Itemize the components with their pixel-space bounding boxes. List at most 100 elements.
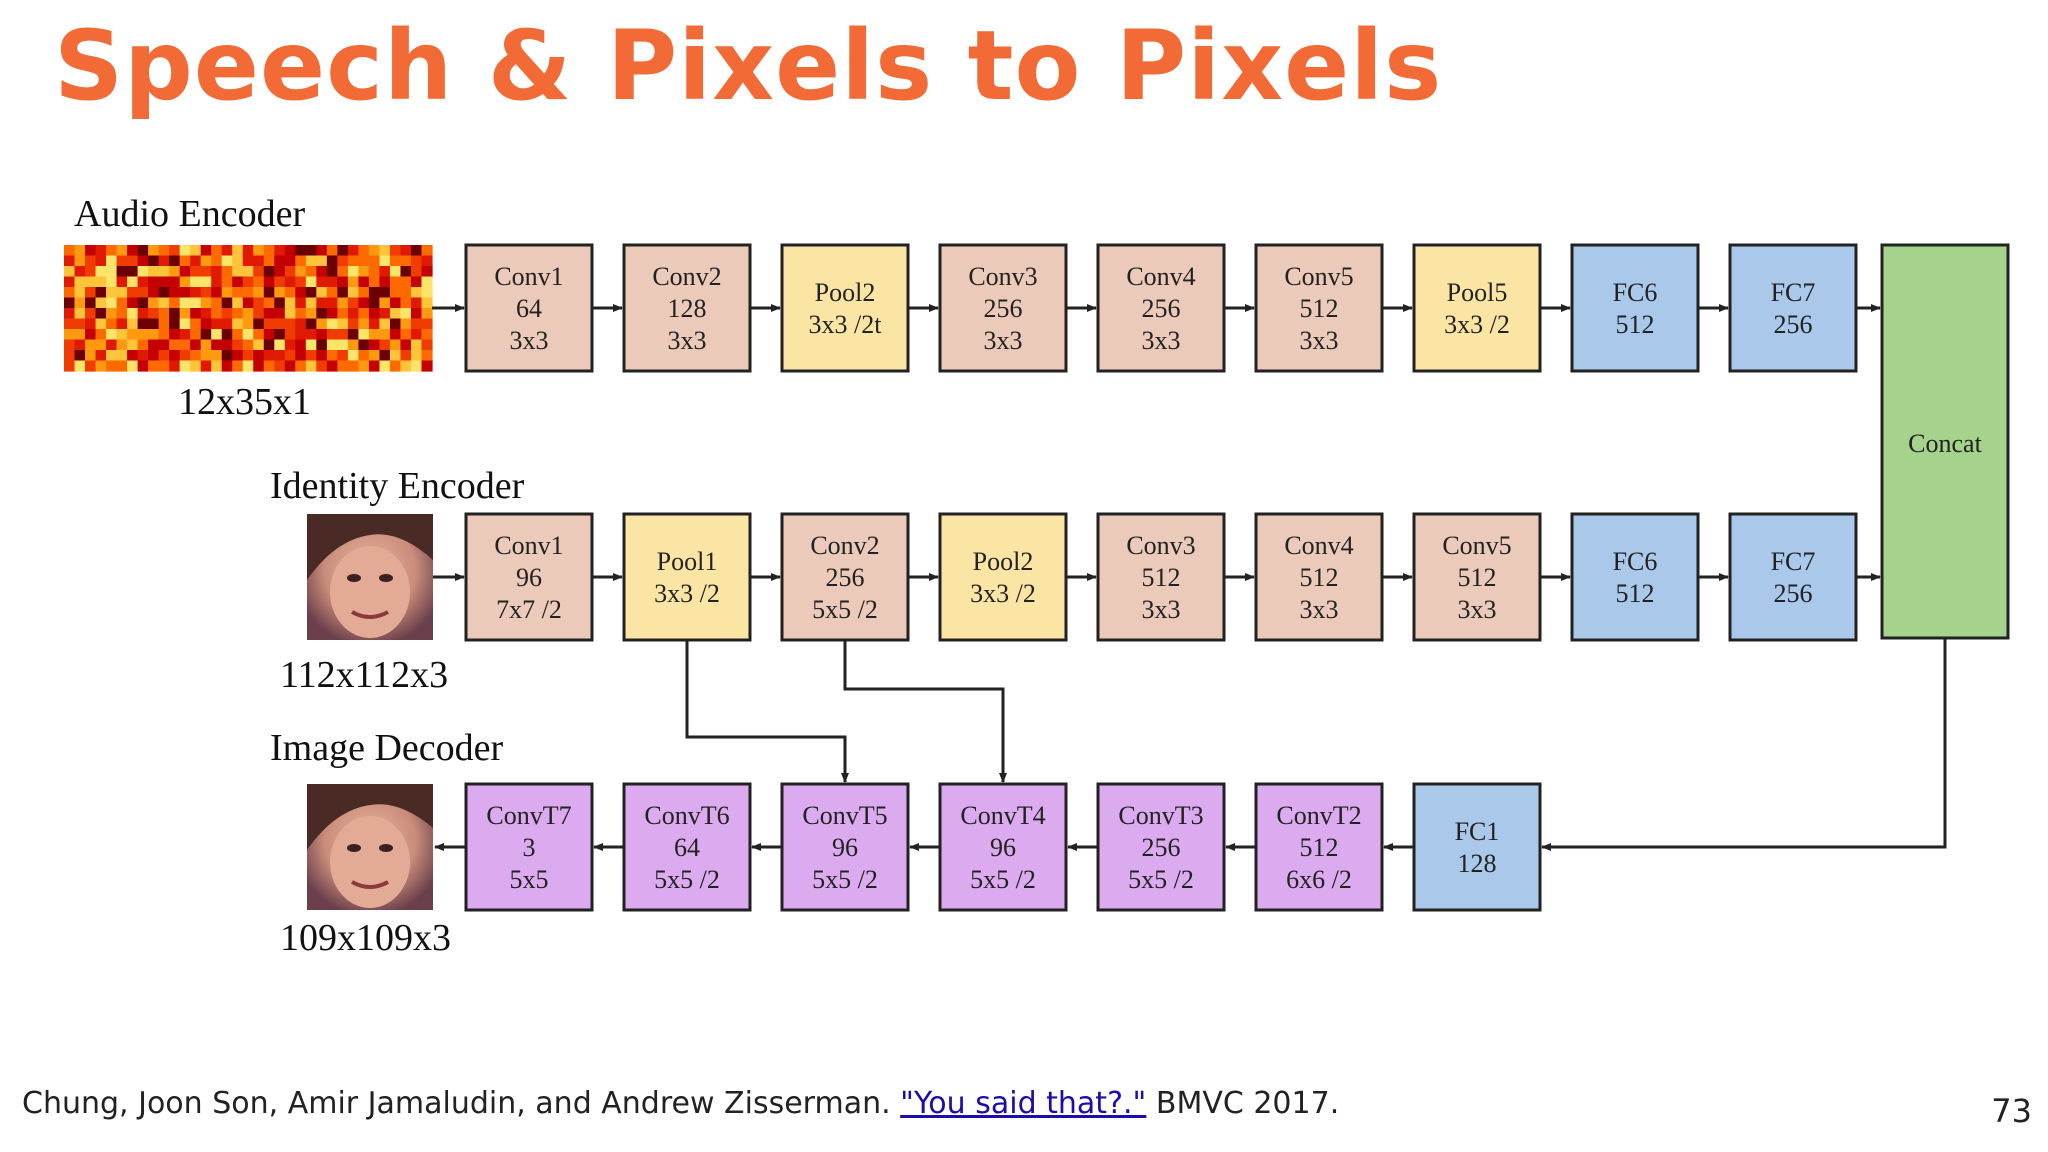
spectrogram-cell (137, 339, 149, 351)
spectrogram-cell (284, 297, 296, 309)
spectrogram-cell (263, 329, 275, 341)
spectrogram-cell (190, 276, 202, 288)
spectrogram-cell (316, 266, 328, 278)
spectrogram-cell (85, 339, 97, 351)
spectrogram-cell (400, 297, 412, 309)
image-decoder-block-line: 96 (832, 833, 858, 862)
spectrogram-cell (232, 350, 244, 362)
citation-paper-link[interactable]: "You said that?." (900, 1086, 1147, 1121)
spectrogram-cell (85, 245, 97, 257)
identity-encoder-block-line: FC6 (1613, 547, 1658, 576)
audio-encoder-block-line: 3x3 (668, 326, 707, 355)
spectrogram-cell (368, 287, 381, 299)
image-decoder-block-line: ConvT7 (486, 801, 571, 830)
spectrogram-cell (274, 245, 286, 257)
spectrogram-cell (358, 308, 370, 320)
identity-encoder-block-line: FC7 (1771, 547, 1816, 576)
spectrogram-cell (242, 339, 254, 351)
spectrogram-cell (368, 339, 381, 351)
identity-encoder-block-line: 3x3 /2 (654, 579, 720, 608)
spectrogram-cell (211, 318, 223, 330)
spectrogram-cell (211, 287, 223, 299)
spectrogram-cell (158, 245, 170, 257)
image-decoder-block-line: ConvT4 (960, 801, 1045, 830)
spectrogram-cell (158, 287, 170, 299)
spectrogram-cell (253, 276, 265, 288)
spectrogram-cell (232, 318, 244, 330)
image-decoder-block-line: ConvT3 (1118, 801, 1203, 830)
spectrogram-cell (337, 329, 349, 341)
spectrogram-cell (316, 329, 328, 341)
identity-encoder-block-line: Pool1 (657, 547, 718, 576)
spectrogram-cell (137, 297, 149, 309)
identity-encoder-block-line: Pool2 (973, 547, 1034, 576)
audio-encoder-block-line: 128 (668, 294, 707, 323)
spectrogram-cell (211, 255, 223, 267)
spectrogram-cell (263, 360, 275, 372)
spectrogram-cell (200, 350, 212, 362)
spectrogram-cell (295, 245, 307, 257)
spectrogram-cell (274, 318, 286, 330)
spectrogram-cell (211, 245, 223, 257)
spectrogram-cell (137, 245, 149, 257)
spectrogram-cell (127, 360, 139, 372)
spectrogram-cell (274, 297, 286, 309)
spectrogram-cell (379, 266, 391, 278)
spectrogram-cell (389, 297, 402, 309)
identity-encoder-block-line: Conv4 (1284, 531, 1353, 560)
spectrogram-cell (326, 266, 338, 278)
spectrogram-cell (74, 276, 86, 288)
spectrogram-cell (284, 266, 296, 278)
spectrogram-cell (358, 360, 370, 372)
spectrogram-cell (263, 308, 275, 320)
spectrogram-cell (116, 350, 128, 362)
spectrogram-cell (368, 318, 381, 330)
spectrogram-cell (358, 266, 370, 278)
spectrogram-cell (74, 245, 86, 257)
spectrogram-cell (74, 350, 86, 362)
spectrogram-cell (410, 318, 423, 330)
spectrogram-cell (148, 329, 160, 341)
spectrogram-cell (410, 266, 423, 278)
spectrogram-cell (337, 350, 349, 362)
spectrogram-cell (148, 245, 160, 257)
spectrogram-cell (137, 276, 149, 288)
audio-encoder-block-line: Conv5 (1284, 262, 1353, 291)
spectrogram-cell (106, 350, 118, 362)
spectrogram-cell (64, 266, 76, 278)
spectrogram-cell (137, 329, 149, 341)
spectrogram-cell (221, 350, 233, 362)
spectrogram-cell (179, 276, 191, 288)
image-decoder-block-line: 5x5 /2 (812, 865, 878, 894)
spectrogram-cell (284, 350, 296, 362)
spectrogram-cell (410, 360, 423, 372)
spectrogram-cell (169, 245, 181, 257)
spectrogram-cell (74, 297, 86, 309)
spectrogram-cell (263, 287, 275, 299)
spectrogram-cell (74, 329, 86, 341)
image-decoder-label: Image Decoder (270, 727, 503, 769)
spectrogram-cell (253, 255, 265, 267)
spectrogram-cell (200, 287, 212, 299)
spectrogram-cell (347, 339, 359, 351)
spectrogram-cell (316, 318, 328, 330)
image-decoder-block-line: 5x5 /2 (1128, 865, 1194, 894)
spectrogram-cell (232, 339, 244, 351)
spectrogram-cell (221, 318, 233, 330)
spectrogram-cell (305, 318, 317, 330)
spectrogram-cell (179, 339, 191, 351)
identity-encoder-block-line: 3x3 (1142, 595, 1181, 624)
spectrogram-cell (158, 339, 170, 351)
spectrogram-cell (242, 287, 254, 299)
spectrogram-cell (232, 276, 244, 288)
spectrogram-cell (421, 318, 433, 330)
spectrogram-cell (221, 339, 233, 351)
spectrogram-cell (211, 339, 223, 351)
spectrogram-cell (232, 297, 244, 309)
skip-connection-arrow (843, 640, 1007, 783)
spectrogram-cell (221, 329, 233, 341)
